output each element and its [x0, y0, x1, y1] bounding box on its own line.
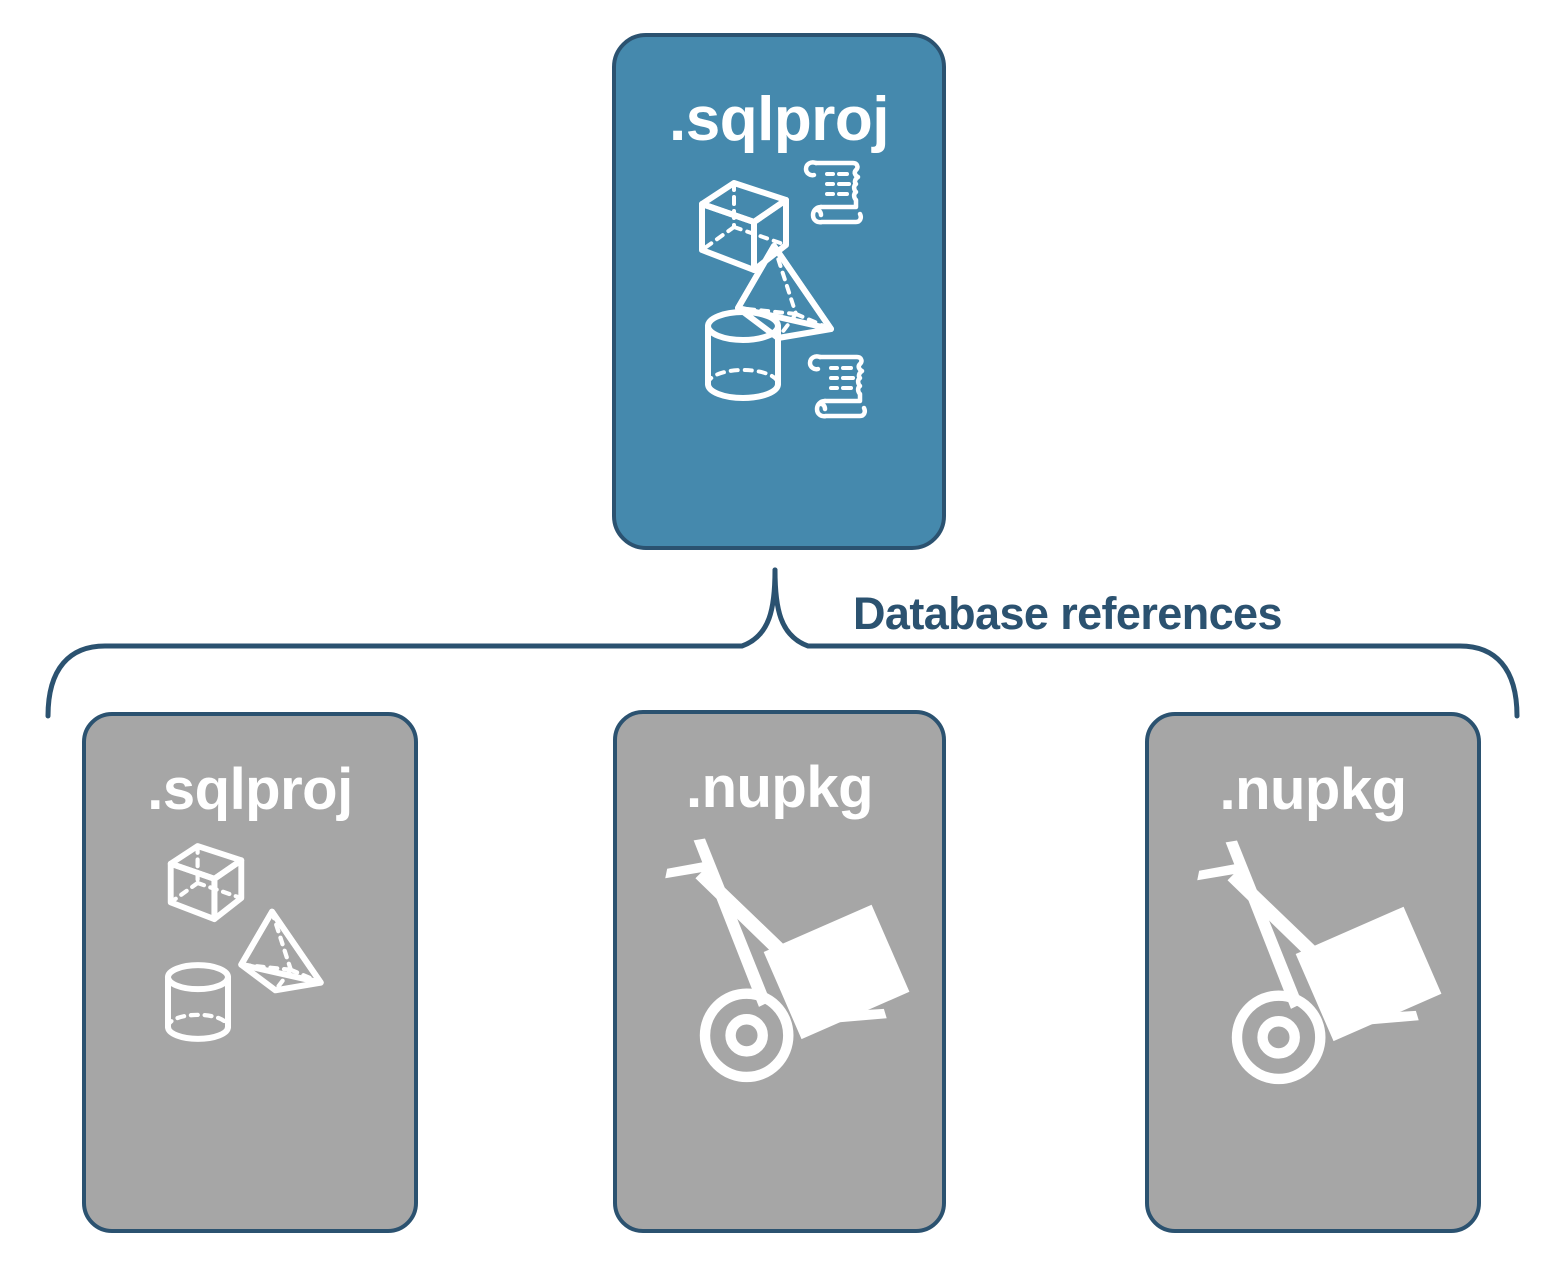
node-ref-sqlproj-icons: [86, 819, 414, 1229]
node-root-sqlproj-label: .sqlproj: [669, 85, 889, 154]
cylinder-icon: [165, 962, 231, 1042]
node-root-sqlproj-icons: [616, 151, 942, 546]
connector-label: Database references: [843, 588, 1292, 640]
node-ref-nupkg-2-icons: [1149, 819, 1477, 1229]
scroll-icon: [803, 160, 864, 225]
scroll-icon: [807, 354, 868, 419]
database-references-brace: [45, 567, 1520, 719]
cylinder-icon: [705, 309, 781, 401]
node-ref-nupkg-1-label: .nupkg: [685, 755, 874, 820]
node-ref-nupkg-2[interactable]: .nupkg: [1145, 712, 1481, 1233]
node-ref-sqlproj-label: .sqlproj: [147, 757, 353, 822]
node-ref-nupkg-1-icons: [617, 817, 942, 1229]
nuget-package-cart-icon: [1197, 840, 1442, 1085]
cube-icon: [167, 843, 245, 923]
pyramid-icon: [238, 908, 324, 994]
cube-icon: [699, 180, 789, 273]
node-root-sqlproj[interactable]: .sqlproj: [612, 33, 946, 550]
node-ref-sqlproj[interactable]: .sqlproj: [82, 712, 418, 1233]
nuget-package-cart-icon: [665, 838, 910, 1083]
node-ref-nupkg-1[interactable]: .nupkg: [613, 710, 946, 1233]
node-ref-nupkg-2-label: .nupkg: [1219, 757, 1407, 822]
